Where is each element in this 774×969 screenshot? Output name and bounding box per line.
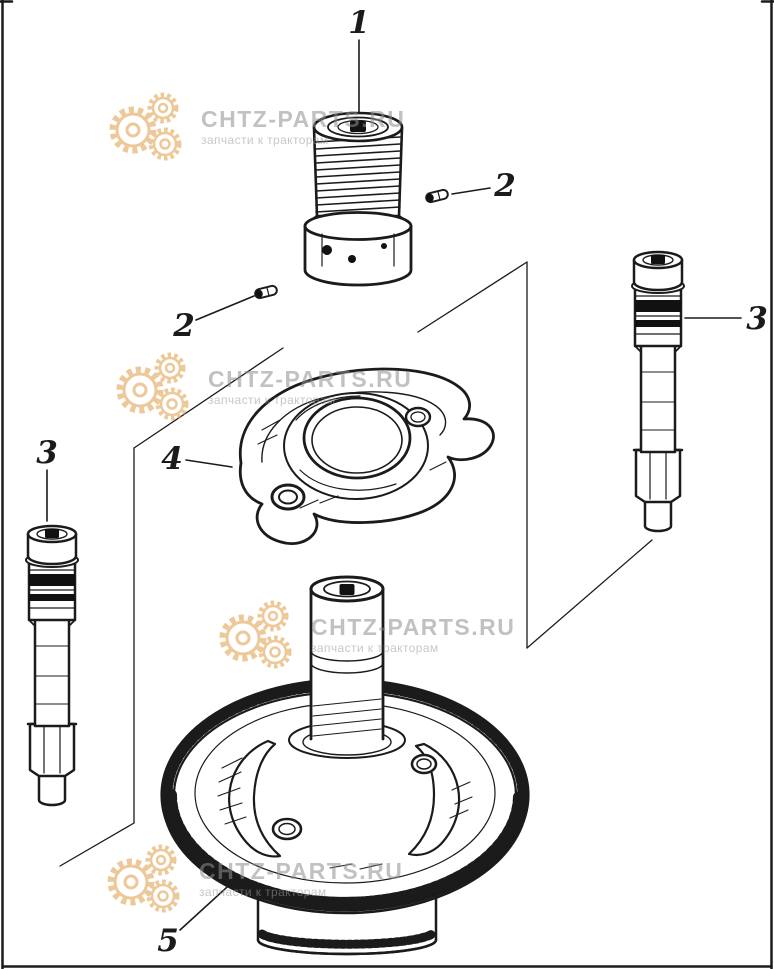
part-3-valve-right bbox=[630, 250, 686, 533]
callout-4-label: 4 bbox=[161, 441, 183, 477]
callout-5-label: 5 bbox=[157, 923, 179, 959]
callout-4-leader bbox=[185, 459, 233, 468]
callout-2-lower-label: 2 bbox=[172, 308, 195, 344]
part-3-valve-left bbox=[24, 524, 80, 807]
part-5-gear bbox=[160, 678, 530, 915]
callout-5-leader bbox=[179, 877, 238, 931]
callout-2-lower-leader bbox=[195, 295, 255, 321]
part-5-shaft bbox=[309, 575, 385, 741]
part-1-threaded-plug bbox=[303, 111, 413, 287]
callout-3-right-label: 3 bbox=[746, 301, 768, 337]
part-4-cam-plate bbox=[238, 367, 495, 545]
callout-labels: 1 2 2 3 3 4 5 bbox=[36, 5, 768, 959]
callout-2-upper-label: 2 bbox=[493, 168, 516, 204]
alignment-lines bbox=[59, 261, 653, 867]
callout-2-upper-leader bbox=[451, 187, 491, 195]
part-2-pin-upper bbox=[425, 188, 449, 204]
callout-1-label: 1 bbox=[348, 5, 370, 41]
callout-3-left-label: 3 bbox=[36, 435, 58, 471]
part-2-pin-lower bbox=[254, 284, 278, 300]
callout-leaders bbox=[46, 39, 742, 931]
